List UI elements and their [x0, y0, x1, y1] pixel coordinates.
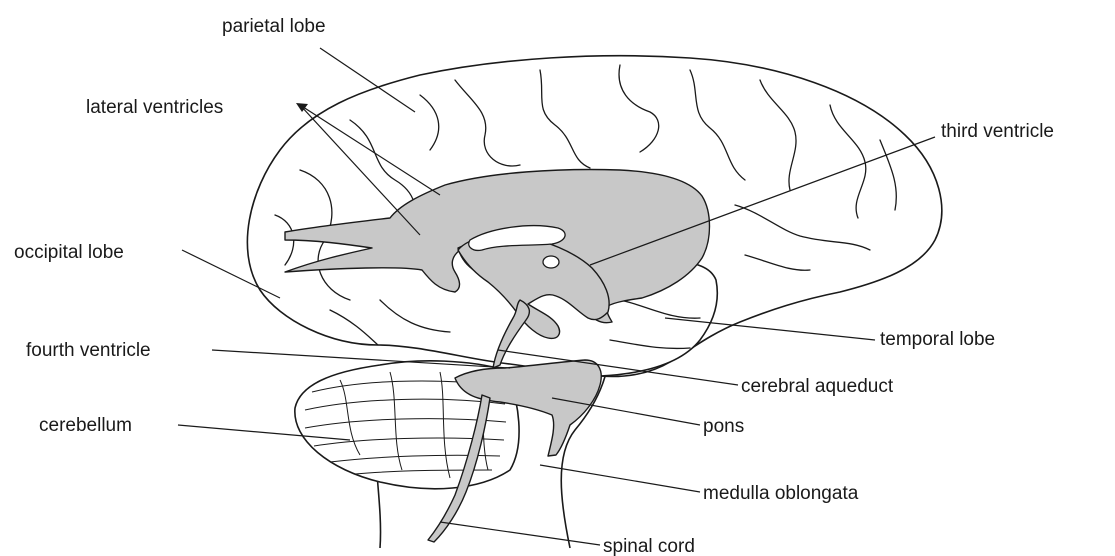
leader-spinal-cord	[440, 522, 600, 545]
label-lateral-ventricles: lateral ventricles	[86, 97, 223, 118]
label-third-ventricle: third ventricle	[941, 121, 1054, 142]
label-medulla-oblongata: medulla oblongata	[703, 483, 859, 504]
label-temporal-lobe: temporal lobe	[880, 329, 995, 350]
label-occipital-lobe: occipital lobe	[14, 242, 124, 263]
label-cerebellum: cerebellum	[39, 415, 132, 436]
label-cerebral-aqueduct: cerebral aqueduct	[741, 376, 894, 397]
arrowhead-lateral-ventricles	[296, 103, 308, 112]
label-parietal-lobe: parietal lobe	[222, 16, 326, 37]
label-fourth-ventricle: fourth ventricle	[26, 340, 151, 361]
interthalamic-hole	[543, 256, 559, 268]
label-spinal-cord: spinal cord	[603, 536, 695, 556]
label-pons: pons	[703, 416, 744, 437]
